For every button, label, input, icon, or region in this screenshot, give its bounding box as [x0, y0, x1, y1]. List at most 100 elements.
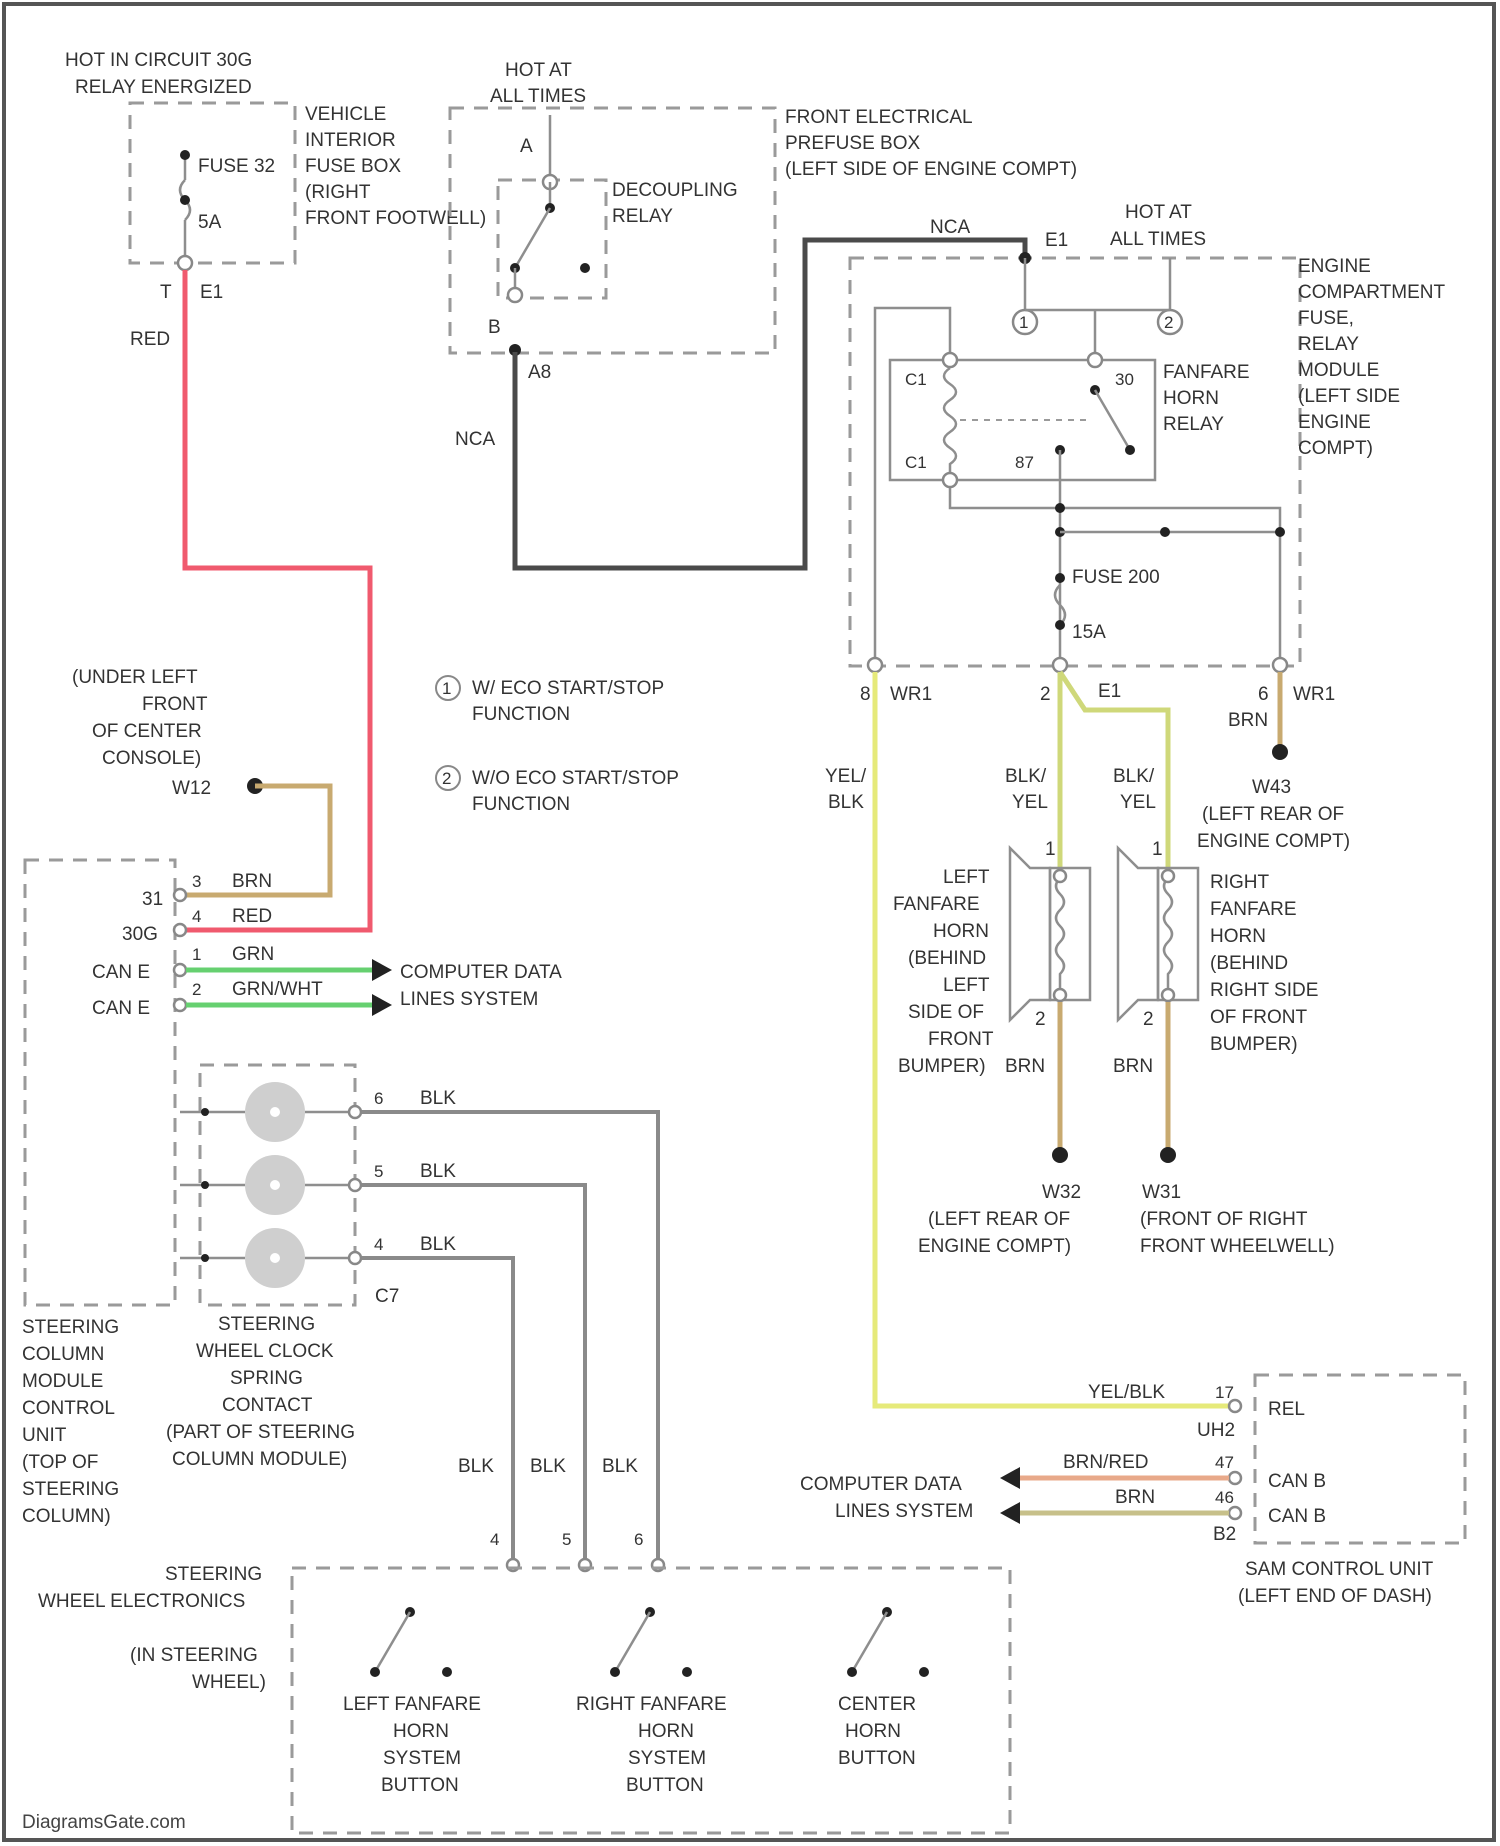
relay-switch — [1095, 390, 1130, 450]
pin-47: 47 — [1215, 1453, 1234, 1472]
arrow-left-1 — [1000, 1467, 1020, 1489]
pin-t: T — [160, 282, 172, 303]
svg-text:2: 2 — [192, 980, 201, 999]
uh2-label: UH2 — [1197, 1420, 1235, 1441]
svg-text:1: 1 — [1019, 313, 1028, 332]
svg-text:6: 6 — [374, 1089, 383, 1108]
svg-text:WHEEL): WHEEL) — [192, 1672, 266, 1693]
svg-text:5: 5 — [374, 1162, 383, 1181]
legend-2b: FUNCTION — [472, 794, 570, 815]
svg-text:FUSE,: FUSE, — [1298, 308, 1354, 329]
svg-text:CAN E: CAN E — [92, 998, 150, 1019]
horn-pin1a: 1 — [1045, 839, 1056, 860]
scm-pins: 3 4 1 2 — [192, 872, 201, 999]
right-horn-label: RIGHT FANFARE HORN (BEHIND RIGHT SIDE OF… — [1210, 872, 1318, 1055]
svg-text:BLK: BLK — [602, 1456, 638, 1477]
svg-text:FRONT ELECTRICAL: FRONT ELECTRICAL — [785, 107, 973, 128]
right-button-label: RIGHT FANFARE HORN SYSTEM BUTTON — [576, 1694, 727, 1796]
computer-data-1a: COMPUTER DATA — [400, 962, 562, 983]
connector-c7: C7 — [375, 1286, 399, 1307]
watermark: DiagramsGate.com — [22, 1812, 186, 1833]
svg-text:PREFUSE BOX: PREFUSE BOX — [785, 133, 920, 154]
svg-text:BLK: BLK — [458, 1456, 494, 1477]
relay-pin-30: 30 — [1115, 370, 1134, 389]
pin-b: B — [488, 317, 501, 338]
svg-text:6: 6 — [634, 1530, 643, 1549]
svg-text:COMPARTMENT: COMPARTMENT — [1298, 282, 1445, 303]
svg-text:30G: 30G — [122, 924, 158, 945]
horn-pin2b: 2 — [1143, 1009, 1154, 1030]
can-b1: CAN B — [1268, 1471, 1326, 1492]
wire-nca-label-2: NCA — [930, 217, 970, 238]
svg-text:SAM CONTROL UNIT: SAM CONTROL UNIT — [1245, 1559, 1434, 1580]
svg-text:(BEHIND: (BEHIND — [908, 948, 986, 969]
svg-text:BUTTON: BUTTON — [381, 1775, 459, 1796]
svg-text:5: 5 — [562, 1530, 571, 1549]
svg-text:BUTTON: BUTTON — [838, 1748, 916, 1769]
center-horn-button — [847, 1607, 929, 1677]
e1-c: E1 — [1098, 681, 1121, 702]
svg-text:HORN: HORN — [393, 1721, 449, 1742]
svg-text:FRONT: FRONT — [142, 694, 208, 715]
svg-text:CENTER: CENTER — [838, 1694, 916, 1715]
svg-text:2: 2 — [1164, 313, 1173, 332]
vehicle-fuse-box-label: VEHICLE INTERIOR FUSE BOX (RIGHT FRONT F… — [305, 104, 486, 229]
front-prefuse-label: FRONT ELECTRICAL PREFUSE BOX (LEFT SIDE … — [785, 107, 1077, 180]
wire-blk-5 — [362, 1185, 585, 1560]
svg-text:31: 31 — [142, 889, 163, 910]
left-horn-button — [370, 1607, 452, 1677]
fuse32-label: FUSE 32 — [198, 156, 275, 177]
svg-text:HORN: HORN — [638, 1721, 694, 1742]
svg-text:INTERIOR: INTERIOR — [305, 130, 396, 151]
computer-data-1b: LINES SYSTEM — [400, 989, 538, 1010]
svg-text:COLUMN MODULE): COLUMN MODULE) — [172, 1449, 347, 1470]
wire-blk-6 — [362, 1112, 658, 1560]
pin-e1b: E1 — [1045, 230, 1068, 251]
computer-data-2a: COMPUTER DATA — [800, 1474, 962, 1495]
svg-text:FUSE BOX: FUSE BOX — [305, 156, 401, 177]
can-b2: CAN B — [1268, 1506, 1326, 1527]
svg-text:BLK: BLK — [420, 1234, 456, 1255]
svg-text:COLUMN: COLUMN — [22, 1344, 104, 1365]
right-fanfare-horn — [1118, 848, 1198, 1020]
svg-text:(IN STEERING: (IN STEERING — [130, 1645, 258, 1666]
svg-text:LEFT: LEFT — [943, 975, 990, 996]
pin-a: A — [520, 136, 533, 157]
yel-blk-h: YEL/BLK — [1088, 1382, 1165, 1403]
blk-yel-1a: BLK/ — [1005, 766, 1047, 787]
blk-yel-2a: BLK/ — [1113, 766, 1155, 787]
rel-label: REL — [1268, 1399, 1305, 1420]
svg-text:BUTTON: BUTTON — [626, 1775, 704, 1796]
pin-46: 46 — [1215, 1488, 1234, 1507]
relay-pin-87: 87 — [1015, 453, 1034, 472]
b2-label: B2 — [1213, 1524, 1236, 1545]
svg-text:OF CENTER: OF CENTER — [92, 721, 202, 742]
svg-text:RELAY: RELAY — [1163, 414, 1224, 435]
pin-17: 17 — [1215, 1383, 1234, 1402]
horn-pin1b: 1 — [1152, 839, 1163, 860]
center-button-label: CENTER HORN BUTTON — [838, 1694, 916, 1769]
arrow-right-2 — [372, 994, 392, 1016]
svg-text:MODULE: MODULE — [1298, 360, 1379, 381]
wr1-a: WR1 — [890, 684, 932, 705]
svg-text:ENGINE: ENGINE — [1298, 412, 1371, 433]
svg-text:(LEFT END OF DASH): (LEFT END OF DASH) — [1238, 1586, 1432, 1607]
svg-text:GRN/WHT: GRN/WHT — [232, 979, 323, 1000]
wire-nca — [515, 240, 1025, 568]
pin-a8: A8 — [528, 362, 551, 383]
yel-blk-v1: YEL/ — [825, 766, 867, 787]
svg-text:FANFARE: FANFARE — [893, 894, 980, 915]
svg-text:STEERING: STEERING — [218, 1314, 315, 1335]
svg-text:UNIT: UNIT — [22, 1425, 67, 1446]
blk-yel-2b: YEL — [1120, 792, 1156, 813]
svg-text:FRONT: FRONT — [928, 1029, 994, 1050]
svg-text:SIDE OF: SIDE OF — [908, 1002, 984, 1023]
svg-text:SPRING: SPRING — [230, 1368, 303, 1389]
w32-label: W32 (LEFT REAR OF ENGINE COMPT) — [918, 1182, 1081, 1257]
svg-text:(BEHIND: (BEHIND — [1210, 953, 1288, 974]
pin-e1: E1 — [200, 282, 223, 303]
decoupling-relay-2: RELAY — [612, 206, 673, 227]
legend-2-num: 2 — [442, 769, 451, 788]
svg-text:LEFT: LEFT — [943, 867, 990, 888]
